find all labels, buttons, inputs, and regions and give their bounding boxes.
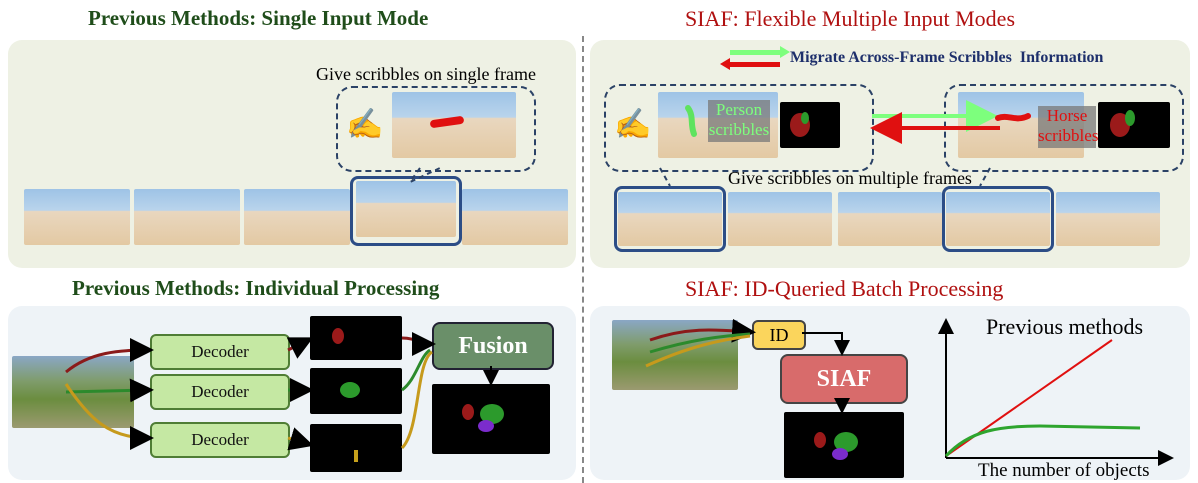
multi-selected-2	[942, 186, 1054, 252]
decoder-2: Decoder	[150, 374, 290, 410]
img-to-id-green	[649, 332, 751, 354]
mask3-blob	[354, 450, 358, 462]
center-divider	[582, 36, 584, 483]
siaf-green-blob	[834, 432, 858, 452]
bubble-tail-horse	[979, 167, 991, 187]
multi-thumb-2	[728, 192, 832, 246]
mask3-to-fusion	[400, 350, 434, 450]
mask1-blob	[332, 328, 344, 344]
frame-thumb-5	[462, 189, 568, 245]
frame-thumb-3	[244, 189, 350, 245]
mask-output-1	[310, 316, 402, 360]
decoder-1: Decoder	[150, 334, 290, 370]
plot-siaf-curve	[944, 424, 1141, 458]
img-to-id-yellow	[645, 334, 751, 368]
migrate-legend-label: Migrate Across-Frame Scribbles Informati…	[790, 49, 1104, 66]
legend-red-arrow-icon	[730, 62, 780, 67]
bottom-left-title: Previous Methods: Individual Processing	[72, 276, 440, 300]
mask2-blob	[340, 382, 360, 398]
multi-thumb-4	[946, 192, 1050, 246]
horse-scribble-stroke	[995, 113, 1031, 122]
person-mask-green	[801, 112, 809, 124]
bubble-tail-left	[406, 167, 441, 185]
flow-green-in	[65, 378, 154, 403]
plot-xlabel: The number of objects	[978, 460, 1150, 481]
mask2-to-fusion	[401, 348, 431, 392]
multi-thumb-3	[838, 192, 942, 246]
flow-red-in	[65, 338, 154, 374]
multi-thumb-5	[1056, 192, 1160, 246]
fused-purple-blob	[478, 420, 494, 432]
siaf-red-blob	[814, 432, 826, 448]
multi-selected-1	[614, 186, 726, 252]
id-to-siaf	[802, 332, 850, 356]
single-frame-bubble	[336, 86, 536, 172]
flow-yellow-in	[64, 383, 154, 450]
legend-red-head	[720, 58, 730, 70]
person-scribble-stroke	[685, 105, 697, 137]
fused-green-blob	[480, 404, 504, 424]
selected-frame-highlight	[350, 176, 462, 246]
multiple-frames-callout: Give scribbles on multiple frames	[728, 168, 972, 188]
decoder3-to-mask	[287, 427, 314, 451]
fused-red-blob	[462, 404, 474, 420]
rider-mask-blob	[1125, 110, 1135, 126]
pen-icon-2: ✍	[614, 108, 652, 141]
multi-thumb-1	[618, 192, 722, 246]
id-block: ID	[752, 320, 806, 350]
frame-thumb-2	[134, 189, 240, 245]
decoder-3: Decoder	[150, 422, 290, 458]
top-left-title: Previous Methods: Single Input Mode	[88, 6, 429, 30]
img-to-id-red	[649, 318, 756, 343]
mask-output-3	[310, 424, 402, 472]
decoder1-to-mask	[286, 337, 314, 359]
bottom-right-title: SIAF: ID-Queried Batch Processing	[685, 276, 1004, 301]
plot-previous-label: Previous methods	[986, 314, 1144, 339]
top-right-title: SIAF: Flexible Multiple Input Modes	[685, 6, 1015, 31]
legend-green-head	[780, 46, 790, 58]
horse-mask-blob	[1110, 113, 1130, 137]
single-frame-callout: Give scribbles on single frame	[316, 64, 536, 84]
pen-icon: ✍	[346, 108, 384, 141]
legend-green-arrow-icon	[730, 50, 780, 55]
mask1-to-fusion	[401, 331, 436, 356]
bubble-tail-person	[659, 167, 671, 187]
frame-thumb-4	[356, 181, 456, 237]
frame-thumb-1	[24, 189, 130, 245]
horse-scribbles-tag: Horse scribbles	[1038, 106, 1098, 148]
siaf-purple-blob	[832, 448, 848, 460]
person-scribbles-tag: Person scribbles	[708, 100, 770, 142]
